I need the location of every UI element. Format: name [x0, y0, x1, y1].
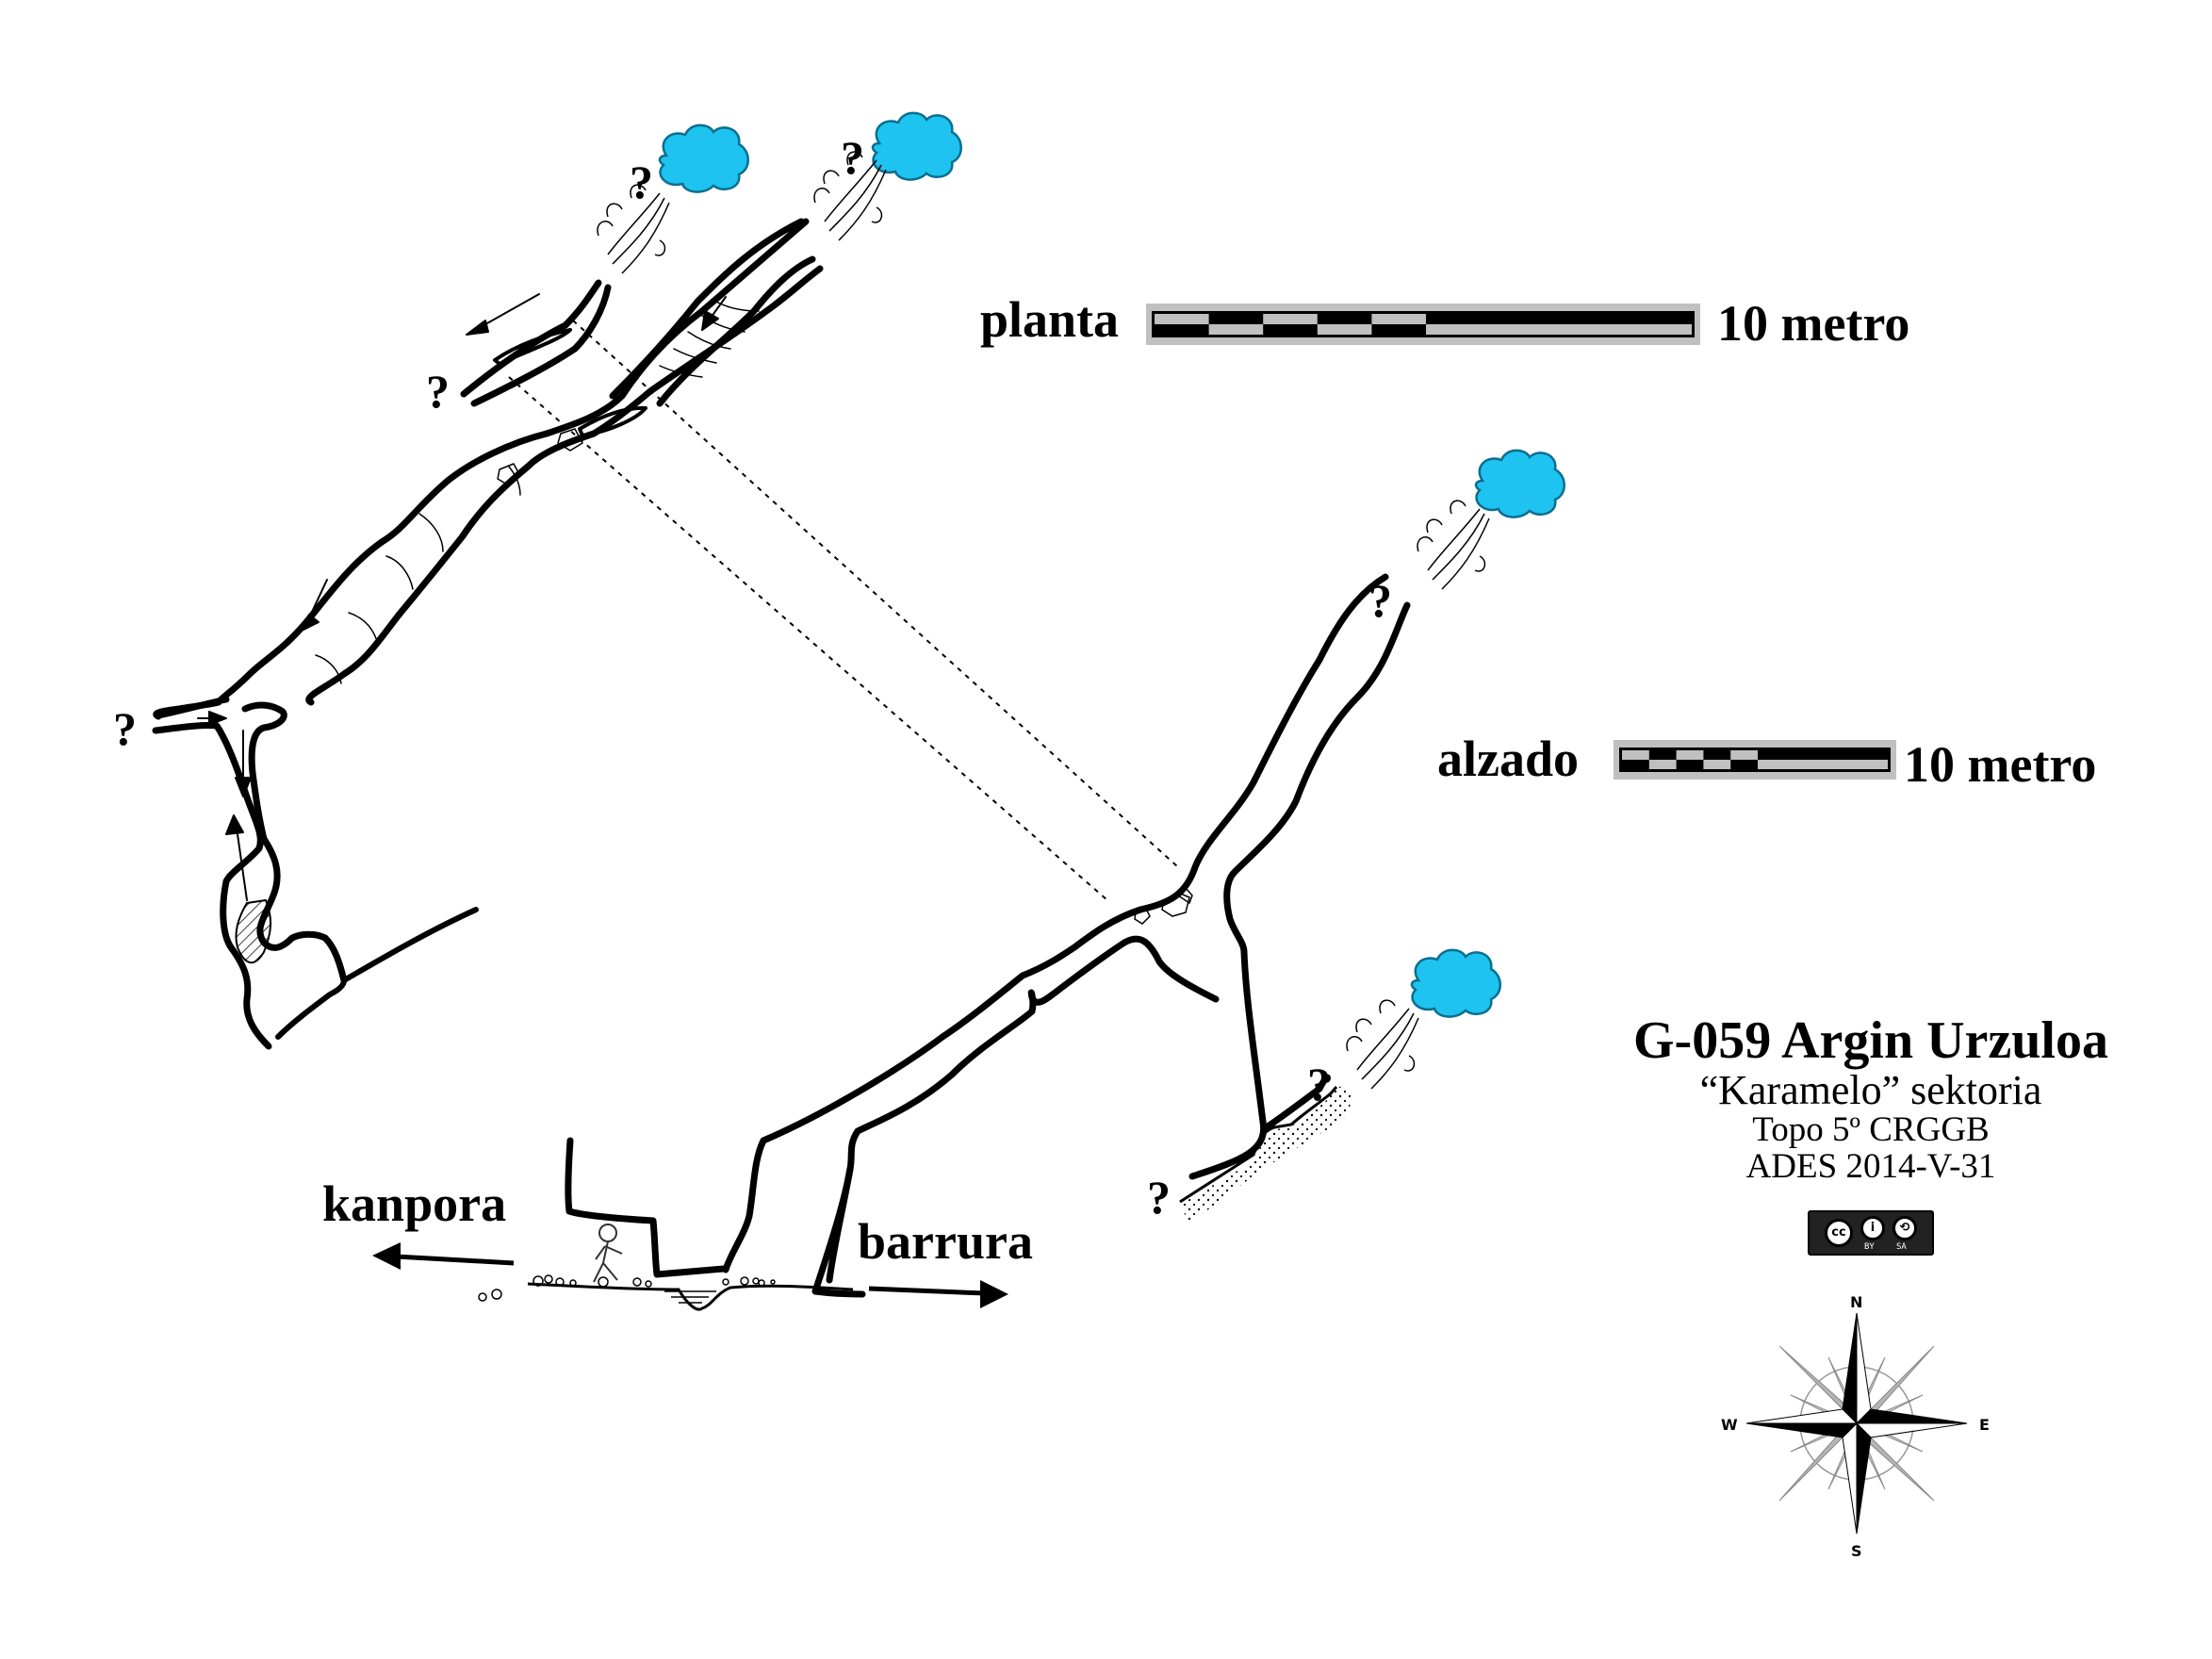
plan-upper-left-passage-b: [470, 284, 612, 407]
elev-boulders: [1134, 886, 1193, 925]
scale-plan-value: 10 metro: [1717, 295, 1910, 352]
unknown-continuation-marker: ?: [1368, 574, 1392, 627]
arrow-out-head-icon: [372, 1242, 401, 1270]
air-cloud-icon: [658, 123, 749, 193]
caver-figure-icon: [593, 1224, 623, 1283]
attribution-icon: i: [1860, 1215, 1885, 1240]
scale-bar-segment: [1263, 314, 1318, 324]
map-title: G-059 Argin Urzuloa: [1633, 1011, 2108, 1070]
compass-south-label: S: [1851, 1542, 1862, 1560]
compass-north-label: N: [1850, 1293, 1863, 1311]
share-alike-icon: ⟲: [1892, 1215, 1917, 1240]
plan-branch-upper-right-a: [609, 218, 805, 400]
scale-elevation-label: alzado: [1437, 731, 1580, 787]
unknown-continuation-marker: ?: [841, 131, 864, 184]
plan-passage-wall-lower: [305, 265, 824, 706]
compass-east-label: E: [1979, 1416, 1990, 1434]
elev-sediment-fill: [1180, 1086, 1352, 1224]
unknown-continuation-marker: ?: [1307, 1058, 1331, 1110]
unknown-continuation-marker: ?: [1147, 1171, 1171, 1224]
scale-bar-segment: [1730, 750, 1758, 760]
scale-bar-segment: [1426, 324, 1692, 335]
projection-lines: [508, 320, 1179, 901]
plan-junction-right: [241, 701, 348, 984]
scale-bar-segment: [1208, 324, 1264, 335]
plan-exit-wall-2: [275, 977, 347, 1040]
plan-boulders: [497, 428, 583, 486]
air-cloud-icon: [871, 111, 962, 181]
elev-entrance-wall-left: [565, 1137, 728, 1278]
unknown-continuation-marker: ?: [426, 365, 450, 418]
air-cloud-icon: [1474, 449, 1565, 518]
plan-flow-arrows: [197, 293, 727, 901]
scale-bar-segment: [1703, 760, 1731, 769]
air-draft-clouds: [658, 111, 1565, 1018]
direction-out-label: kanpora: [322, 1175, 507, 1232]
scale-bar-segment: [1676, 750, 1704, 760]
elev-sediment-edge: [1179, 1086, 1338, 1204]
map-title-block: G-059 Argin Urzuloa “Karamelo” sektoria …: [1565, 1013, 2177, 1256]
arrow-out-icon: [395, 1254, 515, 1266]
license-sa-label: SA: [1896, 1241, 1907, 1252]
scale-bar-segment: [1371, 314, 1426, 324]
plan-passage-wall-upper: [153, 218, 810, 720]
plan-island-lower: [578, 405, 647, 437]
scale-elevation-value: 10 metro: [1904, 736, 2097, 793]
entrance-floor: [478, 1274, 854, 1311]
direction-in-label: barrura: [858, 1213, 1033, 1270]
map-sector: “Karamelo” sektoria: [1699, 1066, 2042, 1113]
compass-west-label: W: [1721, 1416, 1738, 1434]
scale-bar-segment: [1155, 314, 1209, 324]
plan-view: [152, 218, 824, 1050]
scale-bar-segment: [1622, 750, 1649, 760]
elev-junction-right: [1121, 935, 1220, 1003]
compass-rose-icon: [1745, 1312, 1968, 1535]
scale-bar-segment: [1758, 760, 1888, 769]
plan-island-upper: [493, 328, 572, 366]
air-cloud-icon: [1410, 948, 1501, 1018]
scale-bar-segment: [1648, 760, 1677, 769]
air-draft-swirls: [597, 151, 1490, 1090]
arrow-in-icon: [868, 1286, 986, 1296]
license-by-label: BY: [1864, 1241, 1875, 1252]
map-survey-credit: Topo 5º CRGGB: [1752, 1109, 1990, 1149]
direction-arrows: [372, 1242, 1008, 1308]
map-date-credit: ADES 2014-V-31: [1745, 1146, 1996, 1186]
unknown-continuation-marker: ?: [630, 156, 653, 208]
scale-bar-plan: [1146, 304, 1700, 345]
plan-junction-left: [152, 696, 272, 1050]
elev-wall-upper: [722, 573, 1389, 1273]
scale-bar-elevation: [1614, 740, 1896, 780]
scale-bar-segment: [1317, 324, 1372, 335]
unknown-continuation-marker: ?: [113, 702, 137, 755]
cc-by-sa-icon: cc i ⟲ BY SA: [1808, 1209, 1934, 1256]
elev-wall-lower: [1188, 601, 1411, 1180]
elev-entrance-wall-right: [811, 1165, 866, 1298]
plan-exit-wall: [341, 907, 479, 983]
elev-branch-lower-right: [1264, 1074, 1331, 1130]
plan-upper-left-passage-a: [460, 279, 602, 398]
scale-plan-label: planta: [980, 291, 1120, 348]
arrow-in-head-icon: [980, 1280, 1008, 1308]
elevation-view: [565, 573, 1411, 1298]
cc-icon: cc: [1825, 1218, 1853, 1247]
plan-hatched-deposit: [235, 899, 271, 964]
